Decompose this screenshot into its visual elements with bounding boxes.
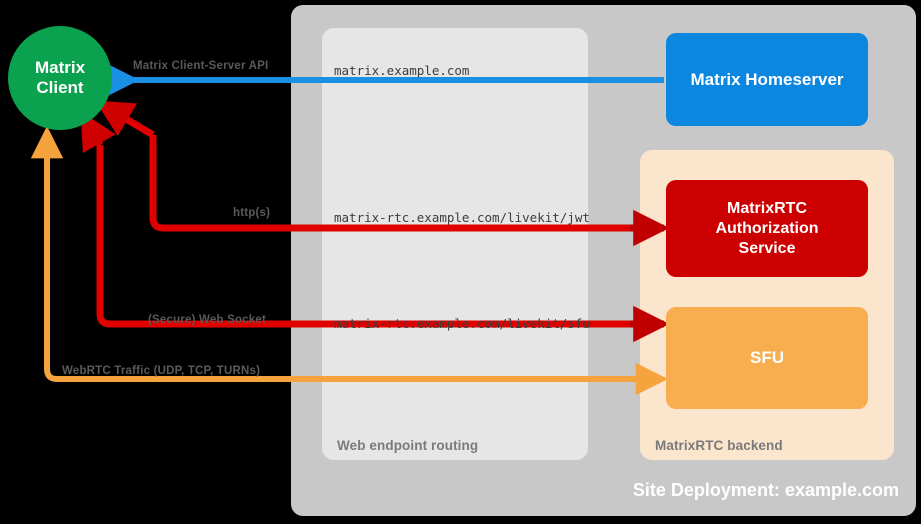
matrix-client-line1: Matrix [34,58,86,78]
sfu-label: SFU [750,348,784,367]
arrow-webrtc-traffic [30,126,668,396]
node-matrix-client[interactable]: Matrix Client [8,26,112,130]
endpoint-matrix-example-com: matrix.example.com [334,63,470,78]
endpoint-livekit-jwt: matrix-rtc.example.com/livekit/jwt [334,210,590,225]
label-http-s: http(s) [233,207,271,219]
container-web-endpoint-routing [322,28,588,460]
auth-service-line2: Authorization [715,219,819,237]
node-matrixrtc-authorization-service[interactable]: MatrixRTC Authorization Service [666,180,868,277]
label-webrtc-traffic: WebRTC Traffic (UDP, TCP, TURNs) [62,365,261,377]
node-sfu[interactable]: SFU [666,307,868,409]
label-matrixrtc-backend: MatrixRTC backend [655,438,783,453]
label-web-endpoint-routing: Web endpoint routing [337,438,479,453]
node-matrix-homeserver[interactable]: Matrix Homeserver [666,33,868,126]
auth-service-line3: Service [738,239,796,257]
label-secure-web-socket: (Secure) Web Socket [148,314,266,326]
arrow-livekit-jwt [94,100,662,232]
auth-service-line1: MatrixRTC [726,199,807,217]
matrix-homeserver-label: Matrix Homeserver [690,69,844,89]
label-site-deployment: Site Deployment: example.com [632,480,899,500]
endpoint-livekit-sfu: matrix-rtc.example.com/livekit/sfu [334,316,590,331]
matrix-client-line2: Client [36,78,84,97]
label-client-server-api: Matrix Client-Server API [133,60,269,72]
